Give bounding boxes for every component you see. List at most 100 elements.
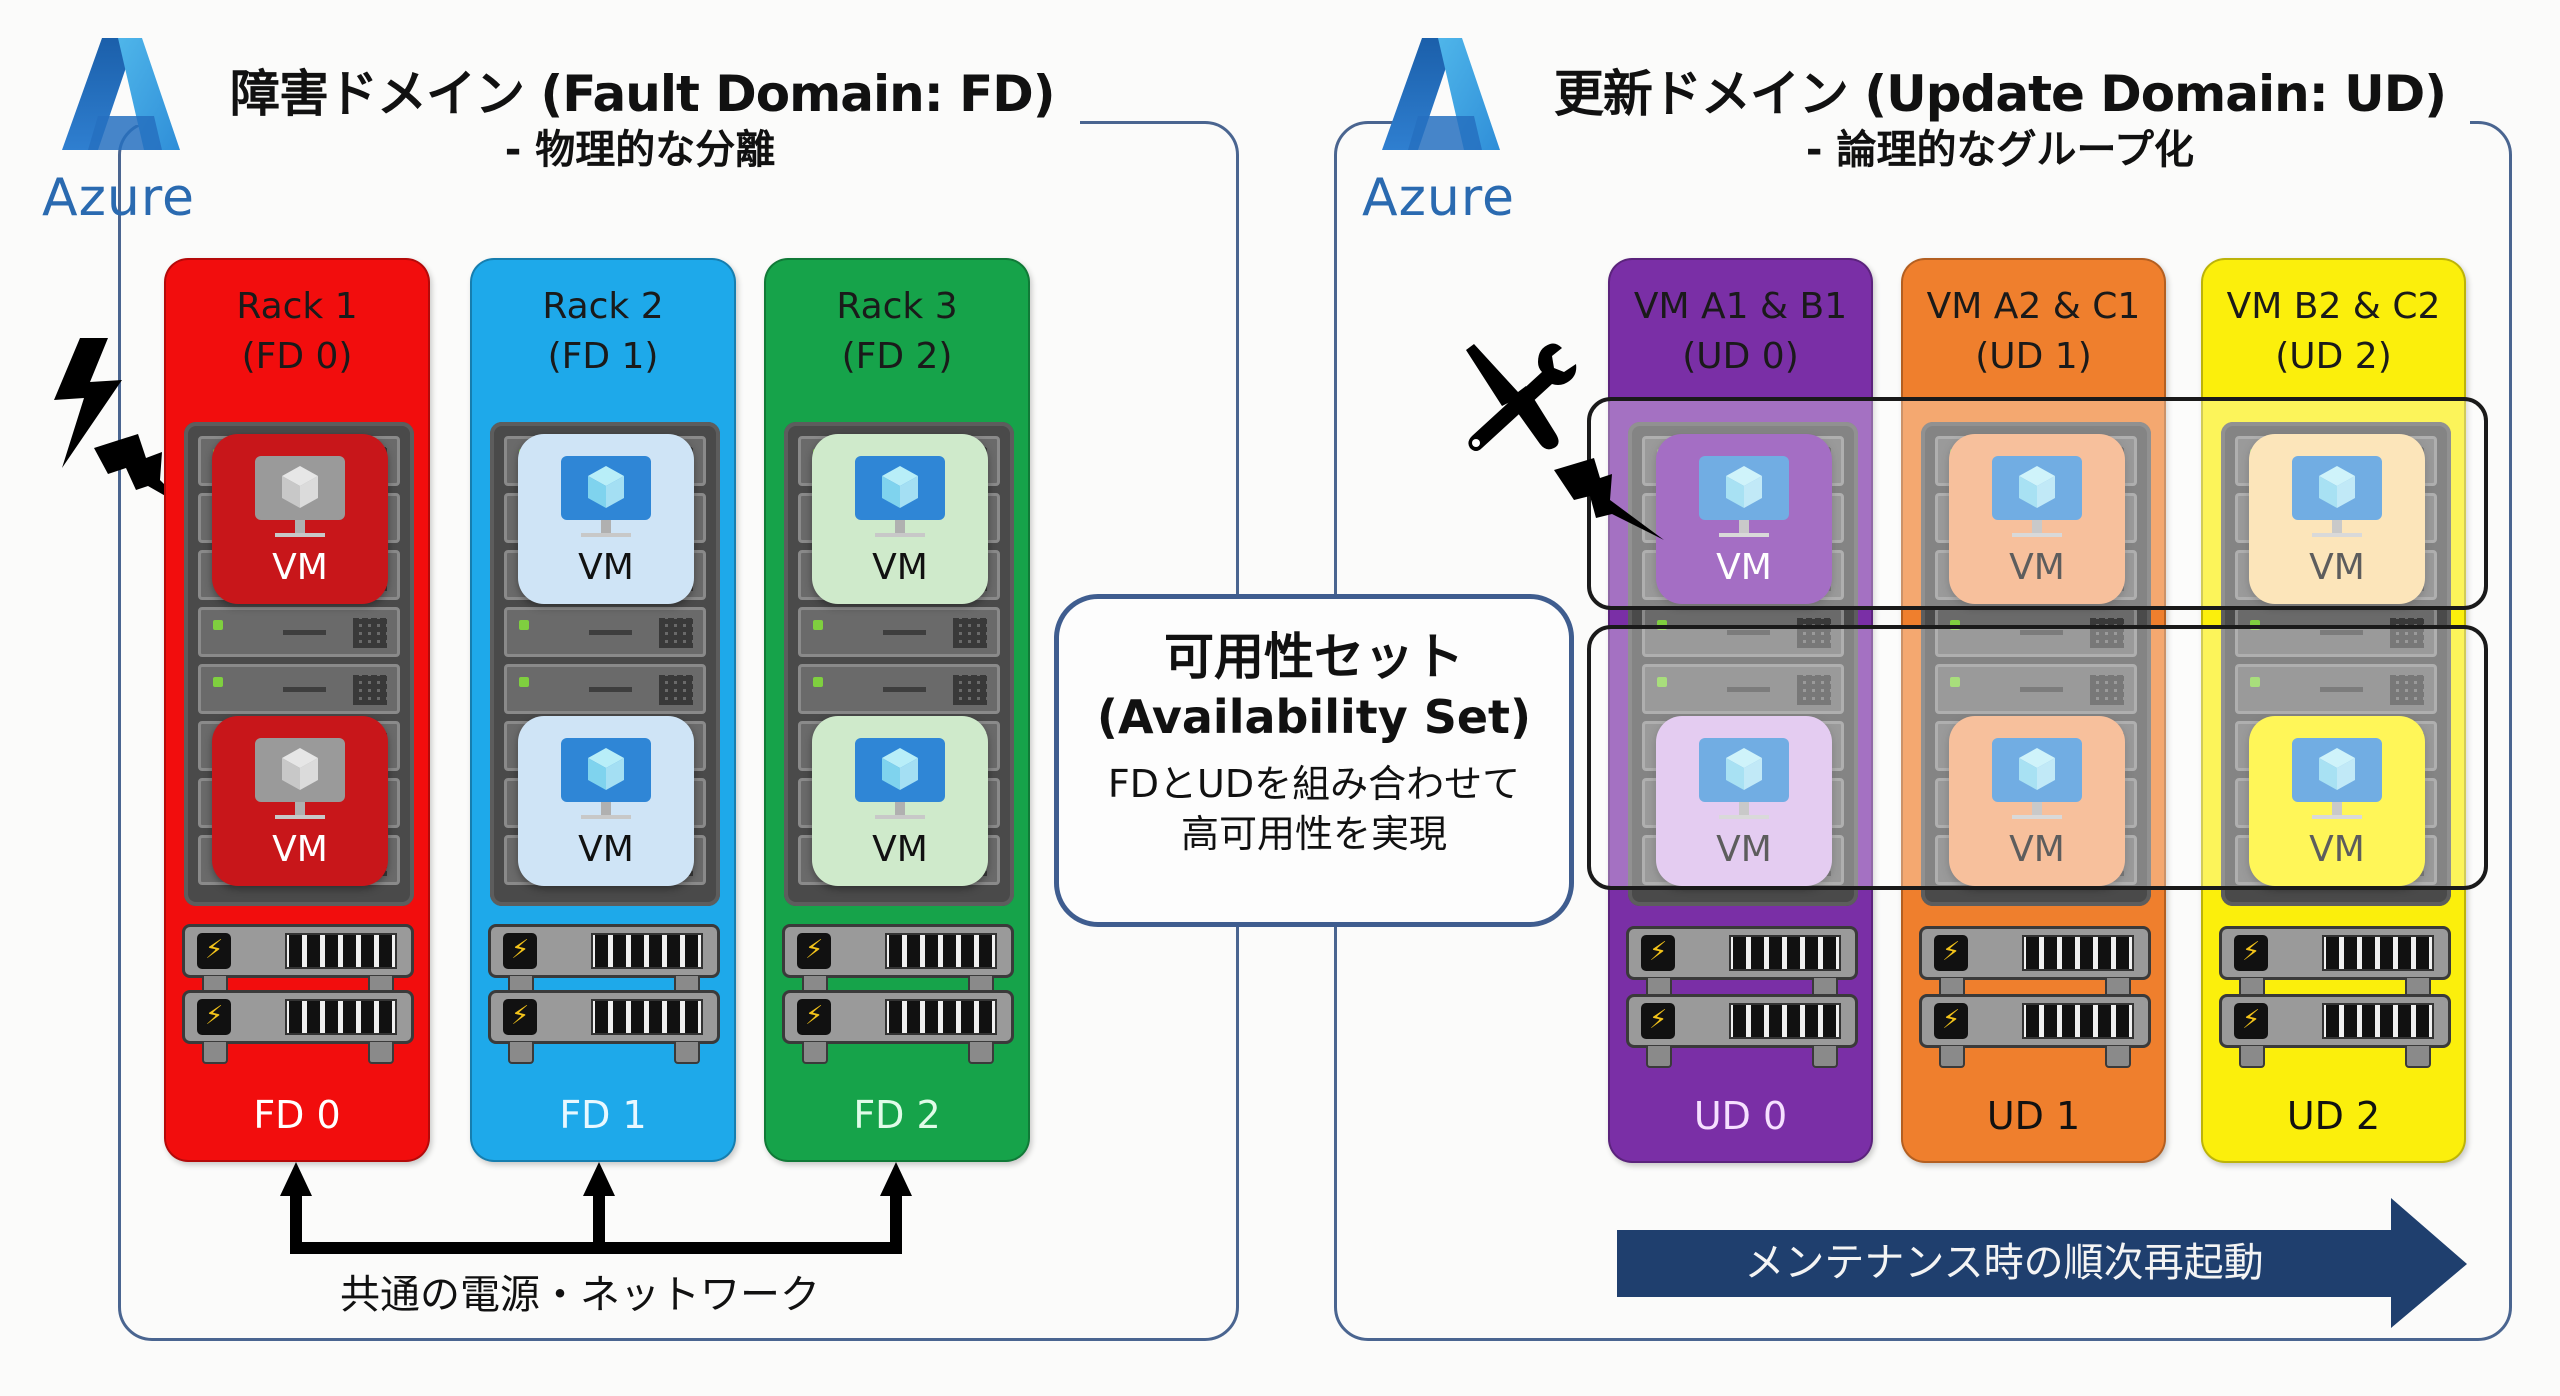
- availability-set-title-en: (Availability Set): [1096, 690, 1532, 744]
- rack-footer-label: FD 1: [559, 1093, 647, 1137]
- fault-domain-rack[interactable]: Rack 3(FD 2) FD 2 VM VM⚡⚡: [764, 258, 1030, 1162]
- power-plug-icon: ⚡: [503, 999, 537, 1035]
- monitor-stand-icon: [295, 802, 305, 816]
- monitor-stand-icon: [895, 802, 905, 816]
- vm-label: VM: [272, 547, 328, 588]
- monitor-stand-icon: [2032, 802, 2042, 816]
- monitor-base-icon: [2312, 533, 2362, 537]
- vm-label: VM: [1716, 829, 1772, 870]
- rack-heading: Rack 2 (FD 1): [472, 282, 734, 382]
- virtual-machine-tile[interactable]: VM: [518, 434, 694, 604]
- server-led-icon: [813, 677, 823, 687]
- monitor-stand-icon: [1739, 520, 1749, 534]
- switch-foot: [202, 1042, 228, 1064]
- monitor-base-icon: [2012, 533, 2062, 537]
- monitor-base-icon: [1719, 533, 1769, 537]
- switch-foot: [2105, 1046, 2131, 1068]
- cube-icon: [882, 748, 918, 790]
- rack-heading: Rack 1(FD 0): [166, 282, 428, 382]
- virtual-machine-tile[interactable]: VM: [2249, 434, 2425, 604]
- monitor-base-icon: [581, 815, 631, 819]
- rack-name: Rack 2: [542, 286, 664, 327]
- cube-icon: [2019, 748, 2055, 790]
- ethernet-ports: [1729, 1003, 1841, 1039]
- server-led-icon: [1950, 677, 1960, 687]
- network-switch: ⚡: [1919, 926, 2151, 980]
- monitor-base-icon: [275, 815, 325, 819]
- rack-footer-label: UD 0: [1693, 1094, 1788, 1138]
- rack-footer-label: FD 0: [253, 1093, 341, 1137]
- cube-icon: [2019, 466, 2055, 508]
- server-led-icon: [813, 620, 823, 630]
- rack-domain: (FD 1): [547, 336, 659, 377]
- virtual-machine-tile[interactable]: VM: [812, 434, 988, 604]
- vent-grill: [353, 675, 387, 705]
- virtual-machine-tile[interactable]: VM: [212, 716, 388, 886]
- virtual-machine-tile[interactable]: VM: [2249, 716, 2425, 886]
- switch-foot: [802, 1042, 828, 1064]
- virtual-machine-tile[interactable]: VM: [1949, 716, 2125, 886]
- update-domain-rack[interactable]: VM A1 & B1(UD 0) UD 0 VM VM⚡⚡: [1608, 258, 1873, 1163]
- monitor-base-icon: [875, 533, 925, 537]
- drive-slot: [589, 630, 633, 635]
- drive-slot: [283, 630, 327, 635]
- rack-name: VM A2 & C1: [1926, 286, 2141, 327]
- fault-domain-rack[interactable]: Rack 1(FD 0) FD 0 VM VM⚡⚡: [164, 258, 430, 1162]
- virtual-machine-tile[interactable]: VM: [1656, 716, 1832, 886]
- update-domain-title: 更新ドメイン (Update Domain: UD) - 論理的なグループ化: [1540, 64, 2460, 176]
- power-plug-icon: ⚡: [1934, 935, 1968, 971]
- vm-label: VM: [2009, 547, 2065, 588]
- azure-logo-label: Azure: [42, 168, 196, 228]
- server-unit: [1935, 664, 2137, 714]
- vm-label: VM: [872, 547, 928, 588]
- fault-domain-rack[interactable]: Rack 2(FD 1) FD 1 VM VM⚡⚡: [470, 258, 736, 1162]
- monitor-stand-icon: [601, 520, 611, 534]
- rack-heading: VM B2 & C2 (UD 2): [2203, 282, 2464, 382]
- ethernet-ports: [885, 999, 997, 1035]
- network-switch: ⚡: [1626, 994, 1858, 1048]
- drive-slot: [589, 687, 633, 692]
- monitor-base-icon: [275, 533, 325, 537]
- rack-footer-label: FD 2: [853, 1093, 941, 1137]
- update-domain-rack[interactable]: VM A2 & C1(UD 1) UD 1 VM VM⚡⚡: [1901, 258, 2166, 1163]
- rack-name: VM A1 & B1: [1633, 286, 1848, 327]
- server-unit: [504, 607, 706, 657]
- network-switch: ⚡: [782, 924, 1014, 978]
- vent-grill: [2390, 675, 2424, 705]
- fault-domain-subheading: - 物理的な分離: [504, 127, 776, 173]
- server-unit: [2235, 607, 2437, 657]
- monitor-stand-icon: [295, 520, 305, 534]
- switch-foot: [1646, 1046, 1672, 1068]
- cube-icon: [2319, 748, 2355, 790]
- virtual-machine-tile[interactable]: VM: [1949, 434, 2125, 604]
- shared-power-network-connector: [280, 1162, 912, 1254]
- virtual-machine-tile[interactable]: VM: [1656, 434, 1832, 604]
- server-unit: [198, 607, 400, 657]
- update-domain-heading: 更新ドメイン (Update Domain: UD): [1553, 65, 2447, 123]
- rack-domain: (UD 2): [2275, 336, 2392, 377]
- virtual-machine-tile[interactable]: VM: [518, 716, 694, 886]
- network-switch: ⚡: [2219, 994, 2451, 1048]
- ethernet-ports: [885, 933, 997, 969]
- server-unit: [2235, 664, 2437, 714]
- network-switch: ⚡: [2219, 926, 2451, 980]
- ethernet-ports: [2322, 1003, 2434, 1039]
- server-led-icon: [213, 677, 223, 687]
- cube-icon: [588, 748, 624, 790]
- switch-foot: [674, 1042, 700, 1064]
- cube-icon: [282, 748, 318, 790]
- availability-set-desc-line2: 高可用性を実現: [1180, 812, 1447, 856]
- drive-slot: [2020, 630, 2064, 635]
- power-plug-icon: ⚡: [197, 933, 231, 969]
- update-domain-rack[interactable]: VM B2 & C2(UD 2) UD 2 VM VM⚡⚡: [2201, 258, 2466, 1163]
- virtual-machine-tile[interactable]: VM: [212, 434, 388, 604]
- tools-icon: [1466, 343, 1577, 451]
- vent-grill: [1797, 675, 1831, 705]
- vent-grill: [953, 675, 987, 705]
- rack-domain: (FD 0): [241, 336, 353, 377]
- rack-domain: (FD 2): [841, 336, 953, 377]
- update-domain-subheading: - 論理的なグループ化: [1805, 127, 2195, 173]
- rack-name: VM B2 & C2: [2226, 286, 2441, 327]
- panel-title-gap: [130, 117, 1080, 125]
- virtual-machine-tile[interactable]: VM: [812, 716, 988, 886]
